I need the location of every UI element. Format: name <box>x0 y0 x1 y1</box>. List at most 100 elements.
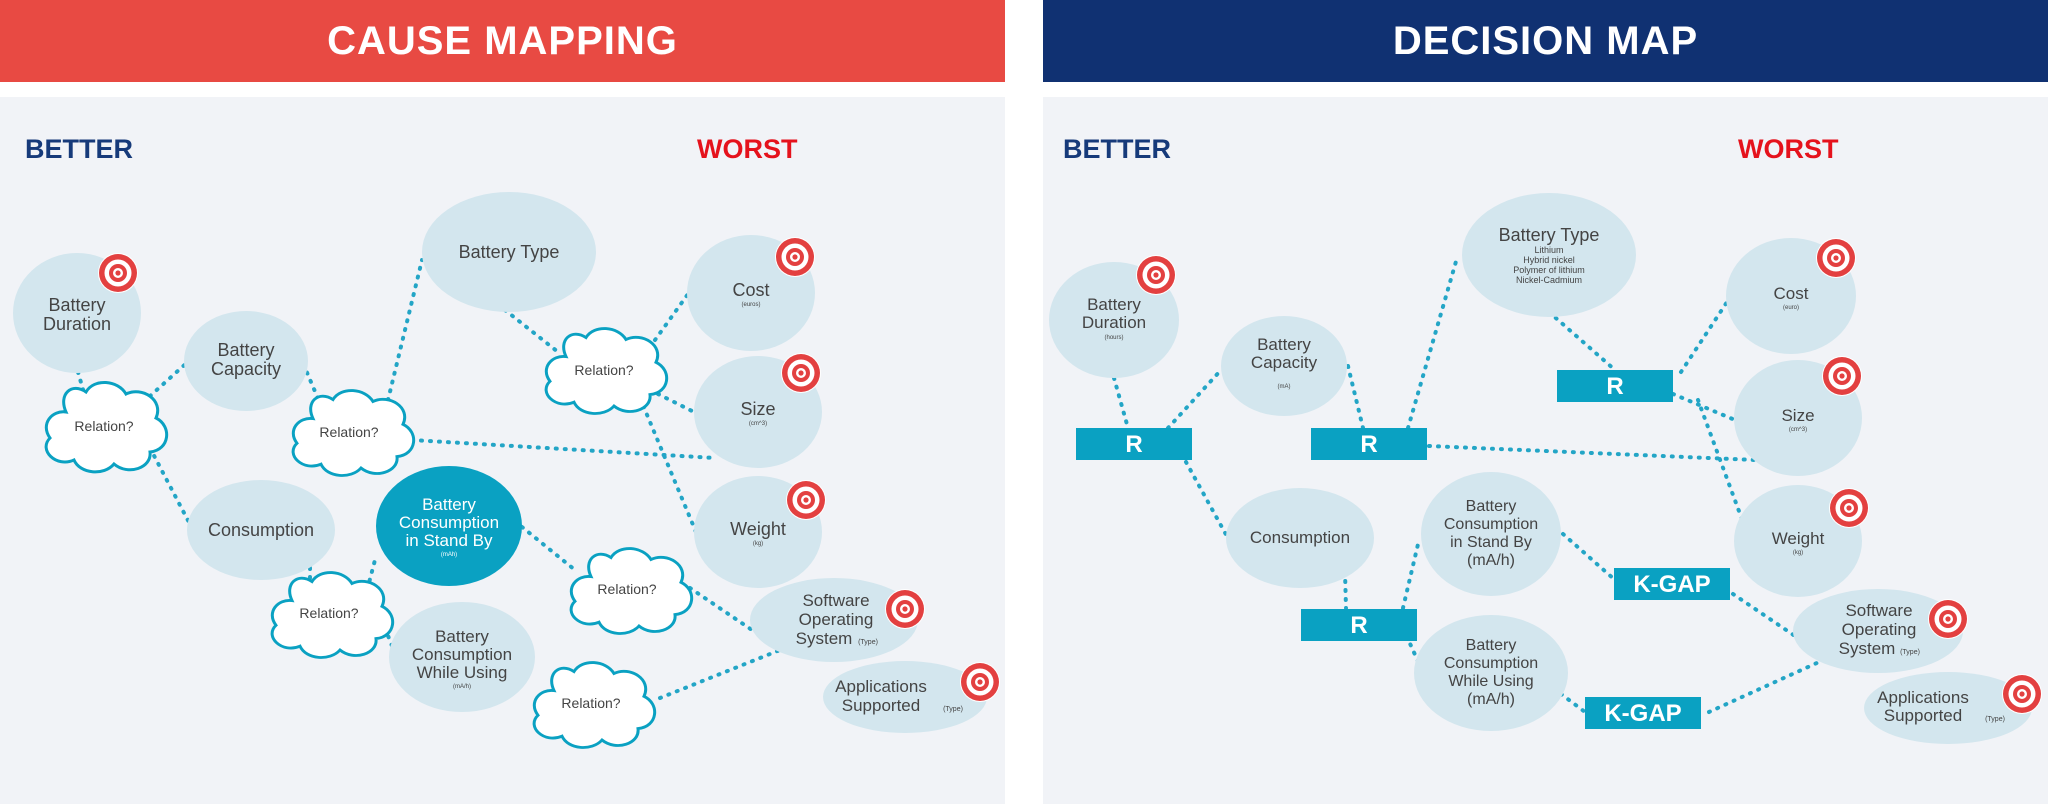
decision-battery-duration-line1: Battery <box>1087 295 1141 314</box>
decision-node-standby <box>1421 472 1561 596</box>
target-icon <box>1136 255 1176 295</box>
kgap-box-1-label: K-GAP <box>1633 571 1710 598</box>
r-box-4-label: R <box>1350 612 1367 639</box>
decision-standby-line2: Consumption <box>1444 516 1538 533</box>
target-icon <box>960 662 1000 702</box>
cause-mapping-title: CAUSE MAPPING <box>327 18 678 63</box>
cause-relation-clouds <box>44 327 694 749</box>
cause-node-standby[interactable] <box>376 466 522 586</box>
decision-weight-label: Weight <box>1772 529 1825 548</box>
cause-better-label: BETTER <box>25 134 133 164</box>
decision-map-panel: DECISION MAP BETTER WORST <box>1043 0 2048 804</box>
decision-battery-type-item-3: Polymer of lithium <box>1513 265 1585 275</box>
decision-software-line3: System <box>1839 639 1896 658</box>
decision-node-software <box>1793 589 1963 673</box>
decision-weight-unit: (kg) <box>1793 550 1803 556</box>
cause-node-battery-capacity <box>184 311 308 411</box>
relation-label-2: Relation? <box>319 424 378 440</box>
decision-battery-duration-unit: (hours) <box>1104 335 1123 341</box>
decision-standby-line3: in Stand By <box>1450 534 1532 551</box>
decision-battery-capacity-line1: Battery <box>1257 335 1311 354</box>
decision-applications-unit: (Type) <box>1985 716 2005 723</box>
cause-cost-label: Cost <box>732 280 769 300</box>
decision-software-unit: (Type) <box>1900 649 1920 656</box>
decision-node-while-using <box>1414 615 1568 731</box>
relation-label-1: Relation? <box>74 418 133 434</box>
r-box-3[interactable] <box>1557 370 1673 402</box>
cause-nodes <box>13 192 987 733</box>
decision-boxes <box>1076 370 1730 729</box>
cause-software-line1: Software <box>802 591 869 610</box>
target-icon <box>1928 599 1968 639</box>
cause-node-applications <box>823 661 987 733</box>
decision-standby-line1: Battery <box>1466 498 1517 515</box>
r-box-2-label: R <box>1360 431 1377 458</box>
r-box-2[interactable] <box>1311 428 1427 460</box>
target-icon <box>775 237 815 277</box>
header-gap <box>0 82 1005 97</box>
cause-node-software <box>750 578 918 662</box>
cause-battery-type-label: Battery Type <box>459 242 560 262</box>
cause-standby-line3: in Stand By <box>406 531 493 550</box>
decision-map-diagram: R R R R K-GAP K-GAP Battery Duration (ho… <box>1049 193 2042 744</box>
cause-size-unit: (cm^3) <box>749 421 767 427</box>
decision-size-unit: (cm^3) <box>1789 427 1807 433</box>
cause-battery-duration-line2: Duration <box>43 314 111 334</box>
decision-node-consumption <box>1226 488 1374 588</box>
kgap-box-2-label: K-GAP <box>1604 700 1681 727</box>
cause-cost-unit: (euros) <box>741 302 760 308</box>
relation-label-3: Relation? <box>574 362 633 378</box>
cause-node-while-using <box>389 602 535 712</box>
cause-software-line3: System <box>796 629 853 648</box>
header-gap <box>1043 82 2048 97</box>
cause-standby-line1: Battery <box>422 495 476 514</box>
target-icon <box>1822 356 1862 396</box>
target-icon <box>786 480 826 520</box>
decision-consumption-label: Consumption <box>1250 528 1350 547</box>
target-icon <box>98 253 138 293</box>
decision-node-applications <box>1864 672 2032 744</box>
cause-battery-duration-line1: Battery <box>48 295 105 315</box>
cause-battery-capacity-line1: Battery <box>217 340 274 360</box>
cause-node-consumption <box>187 480 335 580</box>
kgap-box-1[interactable] <box>1614 568 1730 600</box>
decision-battery-type-item-4: Nickel-Cadmium <box>1516 275 1582 285</box>
decision-map-title: DECISION MAP <box>1392 18 1699 63</box>
cause-mapping-diagram: Relation? Relation? Relation? Relation? … <box>13 192 1000 749</box>
relation-label-6: Relation? <box>561 695 620 711</box>
kgap-box-2[interactable] <box>1585 697 1701 729</box>
decision-better-label: BETTER <box>1063 134 1171 164</box>
decision-applications-line2: Supported <box>1884 706 1962 725</box>
decision-applications-line1: Applications <box>1877 688 1969 707</box>
target-icon <box>885 589 925 629</box>
decision-software-line2: Operating <box>1842 620 1917 639</box>
cause-size-label: Size <box>740 399 775 419</box>
cause-node-battery-type <box>422 192 596 312</box>
relation-label-5: Relation? <box>597 581 656 597</box>
cause-while-using-line3: While Using <box>417 663 508 682</box>
decision-while-using-line2: Consumption <box>1444 655 1538 672</box>
cause-software-line2: Operating <box>799 610 874 629</box>
r-box-1-label: R <box>1125 431 1142 458</box>
target-icon <box>2002 674 2042 714</box>
cause-while-using-line1: Battery <box>435 627 489 646</box>
decision-map-header: DECISION MAP <box>1043 0 2048 82</box>
cause-while-using-unit: (mA/h) <box>453 684 471 690</box>
decision-standby-line4: (mA/h) <box>1467 552 1515 569</box>
cause-weight-label: Weight <box>730 519 786 539</box>
target-icon <box>1829 488 1869 528</box>
cause-mapping-panel: CAUSE MAPPING BETTER WORST <box>0 0 1005 804</box>
r-box-4[interactable] <box>1301 609 1417 641</box>
decision-size-label: Size <box>1781 406 1814 425</box>
decision-cost-unit: (euro) <box>1783 305 1799 311</box>
decision-while-using-line4: (mA/h) <box>1467 691 1515 708</box>
decision-while-using-line1: Battery <box>1466 637 1517 654</box>
cause-applications-line1: Applications <box>835 677 927 696</box>
cause-consumption-label: Consumption <box>208 520 314 540</box>
decision-while-using-line3: While Using <box>1448 673 1533 690</box>
relation-label-4: Relation? <box>299 605 358 621</box>
r-box-1[interactable] <box>1076 428 1192 460</box>
cause-software-unit: (Type) <box>858 639 878 646</box>
cause-connectors <box>76 258 782 700</box>
decision-nodes <box>1049 193 2032 744</box>
